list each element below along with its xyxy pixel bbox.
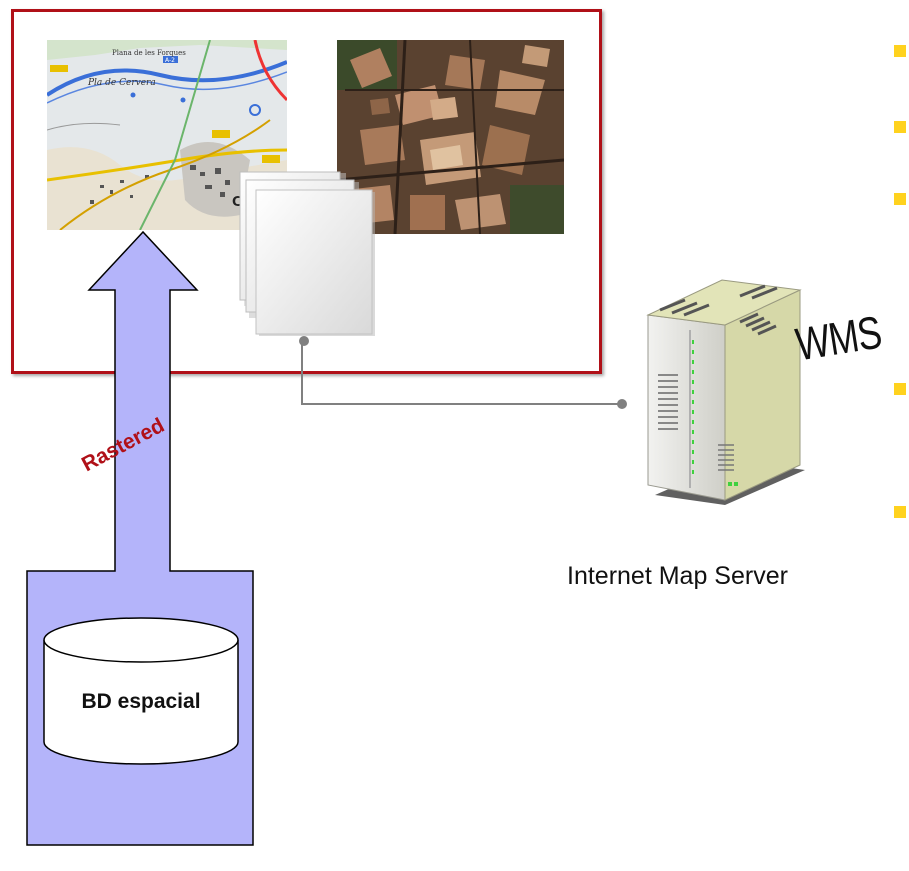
database-label: BD espacial: [81, 690, 201, 713]
bullet-marker: [894, 45, 906, 57]
map-text-plain: Pla de Cervera: [87, 78, 156, 88]
map-text-top: Plana de les Forques: [112, 49, 186, 57]
map-frame: [11, 9, 602, 374]
server-icon: [646, 279, 805, 505]
bullet-marker: [894, 506, 906, 518]
server-label: Internet Map Server: [567, 562, 788, 590]
bullet-marker: [894, 193, 906, 205]
bullet-marker: [894, 383, 906, 395]
connector-line: [299, 336, 627, 409]
bullet-marker: [894, 121, 906, 133]
document-stack-icon: [239, 171, 375, 336]
database-icon: [43, 617, 239, 765]
map-text-road: A-2: [165, 57, 175, 64]
aerial-photo-tile: [337, 40, 564, 234]
